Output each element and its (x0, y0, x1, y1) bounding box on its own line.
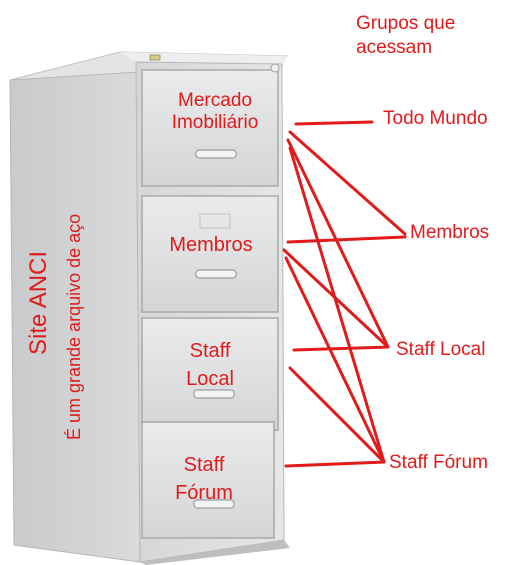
drawer-label-line: Membros (169, 234, 253, 256)
group-staff-forum: Staff Fórum (389, 452, 488, 473)
drawer-label-line: Staff (189, 340, 231, 362)
drawer-label-line: Staff (183, 454, 225, 476)
site-subtitle: É um grande arquivo de aço (64, 213, 84, 440)
drawer-handle-2 (195, 269, 237, 279)
drawer-label-staff-forum: Staff Fórum (164, 451, 244, 507)
group-todo-mundo: Todo Mundo (383, 108, 488, 129)
groups-heading-line-2: acessam (356, 37, 433, 58)
lock-icon (270, 63, 280, 73)
groups-heading-line-1: Grupos que (356, 13, 456, 34)
drawer-1 (141, 69, 279, 187)
drawer-label-membros: Membros (156, 234, 266, 256)
drawer-label-line: Fórum (175, 482, 233, 504)
drawer-label-line: Local (186, 368, 234, 390)
drawer-handle-4 (193, 499, 235, 509)
drawer-label-line: Imobiliário (171, 112, 259, 133)
drawer-2 (141, 195, 279, 313)
drawer-label-mercado-imobiliario: Mercado Imobiliário (164, 90, 266, 134)
drawer-handle-3 (193, 389, 235, 399)
group-staff-local: Staff Local (396, 339, 486, 360)
group-membros: Membros (410, 222, 490, 243)
groups-heading: Grupos que acessam (356, 12, 455, 60)
drawer-handle-1 (195, 149, 237, 159)
drawer-label-staff-local: Staff Local (170, 337, 250, 393)
drawer-label-line: Mercado (178, 90, 252, 111)
drawer-4 (141, 421, 275, 539)
site-title: Site ANCI (25, 250, 52, 355)
